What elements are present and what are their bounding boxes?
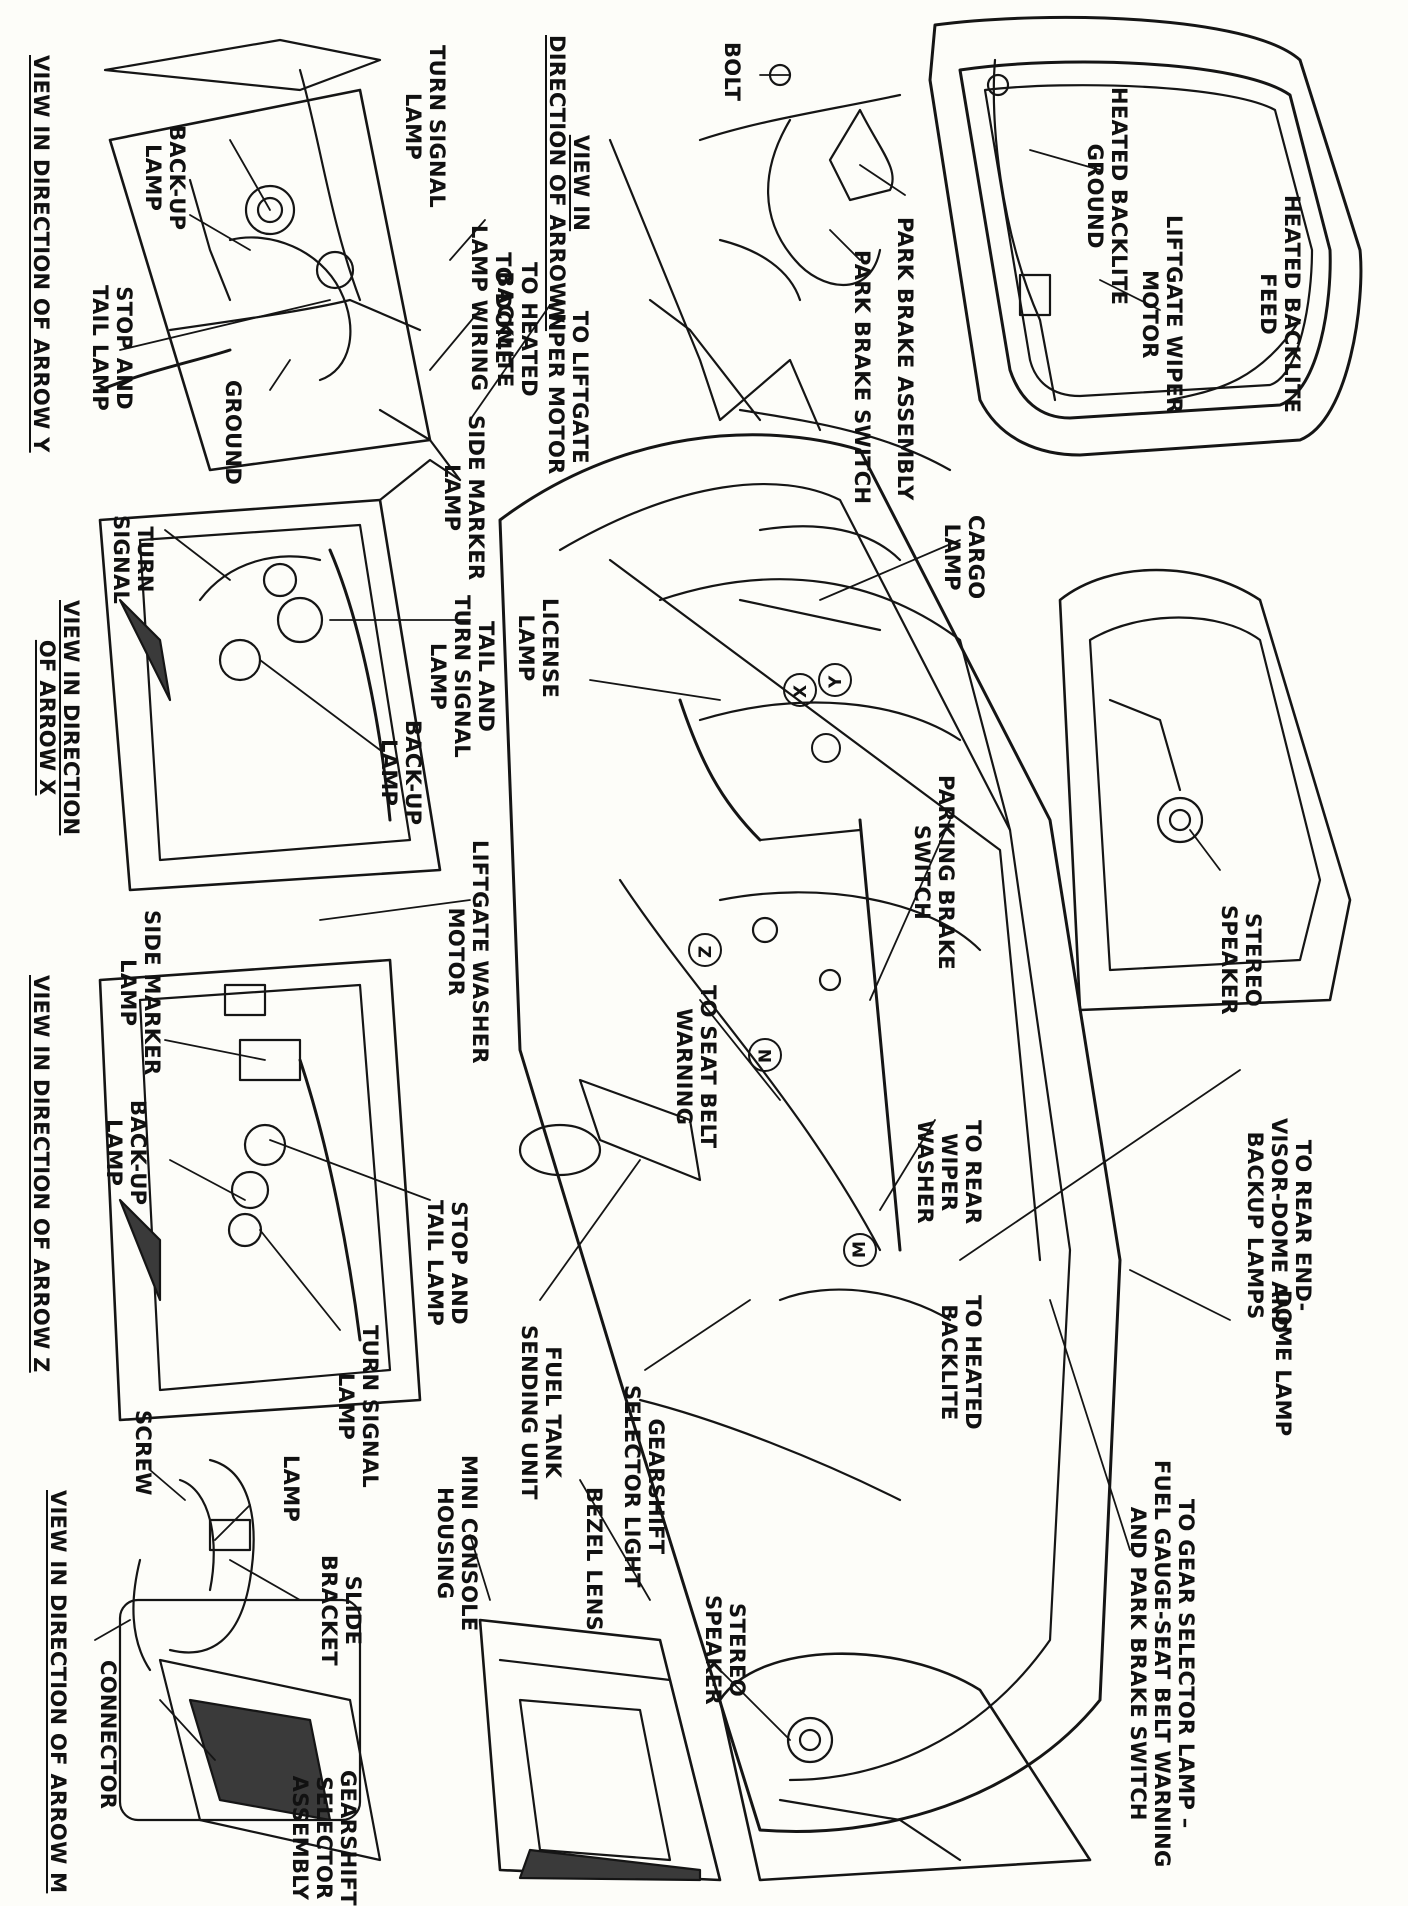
- mini-console-illustration: [478, 1618, 722, 1882]
- label-to-gear-selector-lamp: TO GEAR SELECTOR LAMP –FUEL GAUGE-SEAT B…: [1126, 1460, 1198, 1868]
- arrow-marker-z: Z: [696, 945, 716, 958]
- label-bezel-lens: BEZEL LENS: [582, 1487, 606, 1632]
- label-view-arrow-m: VIEW IN DIRECTION OF ARROW M: [46, 1490, 70, 1894]
- label-park-brake-assembly: PARK BRAKE ASSEMBLY: [893, 217, 917, 501]
- label-lamp: LAMP: [279, 1455, 303, 1523]
- vehicle-body-illustration: [498, 433, 1122, 1833]
- view-n-illustration: [98, 38, 462, 482]
- label-dome-lamp: DOME LAMP: [1271, 1290, 1295, 1437]
- label-ground: GROUND: [221, 380, 245, 486]
- label-bolt: BOLT: [720, 42, 744, 102]
- label-view-arrow-y: VIEW IN DIRECTION OF ARROW Y: [29, 55, 53, 453]
- liftgate-illustration: [928, 15, 1363, 457]
- arrow-marker-m: M: [850, 1240, 870, 1258]
- view-z-illustration: [98, 958, 422, 1422]
- arrow-marker-y: Y: [826, 675, 846, 688]
- arrow-marker-x: X: [791, 684, 811, 698]
- rear-door-top-illustration: [1058, 568, 1352, 1012]
- label-view-arrow-z: VIEW IN DIRECTION OF ARROW Z: [29, 975, 53, 1373]
- rear-door-bottom-illustration: [718, 1652, 1092, 1882]
- arrow-marker-circles: [688, 663, 877, 1267]
- arrow-marker-n: N: [756, 1048, 776, 1063]
- label-connector: CONNECTOR: [96, 1660, 120, 1810]
- park-brake-illustration: [608, 63, 952, 472]
- view-m-illustration: [118, 1458, 382, 1862]
- label-screw: SCREW: [131, 1410, 155, 1496]
- leader-lines: [94, 74, 1241, 1761]
- label-park-brake-switch: PARK BRAKE SWITCH: [850, 250, 874, 505]
